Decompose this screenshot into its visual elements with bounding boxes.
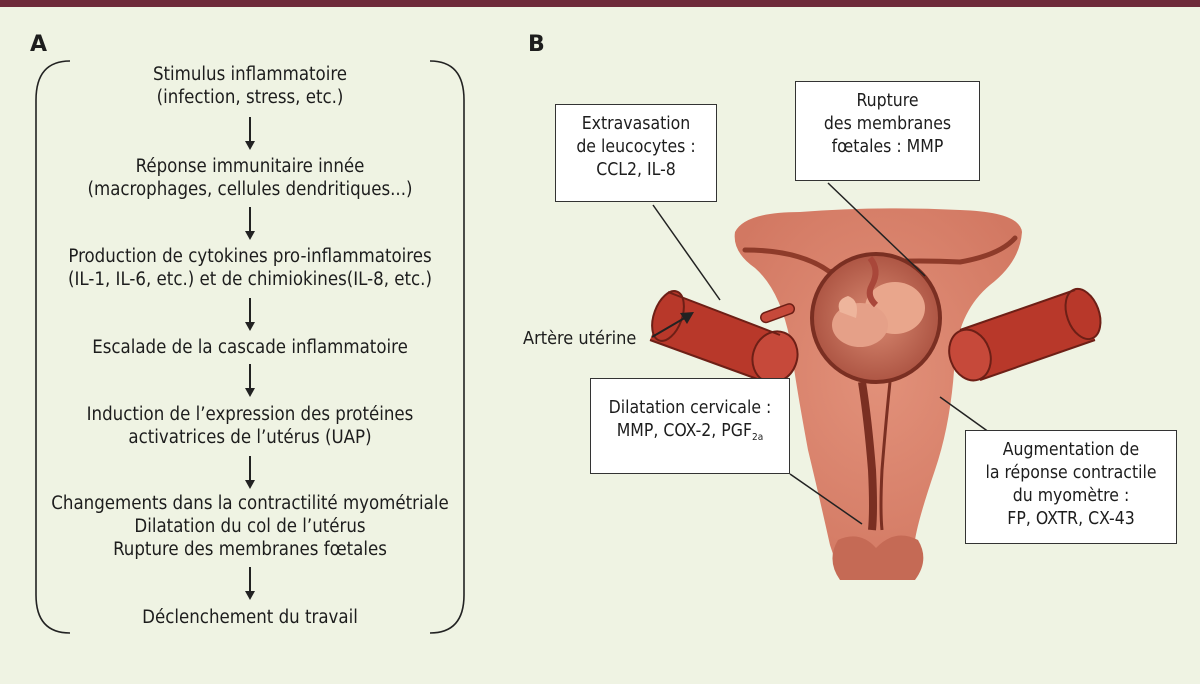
panel-b-letter: B (528, 32, 545, 57)
step-cytokine-production: Production de cytokines pro-inflammatoir… (68, 246, 432, 290)
step-labor-onset: Déclenchement du travail (142, 607, 358, 628)
artery-label-arrow (651, 315, 689, 338)
box-leukocyte-extravasation: Extravasation de leucocytes : CCL2, IL-8 (555, 104, 717, 202)
label-uterine-artery: Artère utérine (523, 328, 637, 349)
step-myometrial-changes: Changements dans la contractilité myomét… (51, 493, 449, 560)
step-cascade-escalation: Escalade de la cascade inflammatoire (92, 337, 408, 358)
artery-arrow-head (680, 312, 694, 324)
down-arrow-icon (245, 567, 255, 600)
connector-rupture (827, 182, 926, 277)
uterus-body (734, 208, 1022, 577)
top-accent-bar (0, 0, 1200, 7)
box-contractile-response: Augmentation de la réponse contractile d… (965, 430, 1177, 544)
down-arrow-icon (245, 298, 255, 331)
down-arrow-icon (245, 364, 255, 397)
down-arrow-icon (245, 456, 255, 489)
down-arrow-icon (245, 207, 255, 240)
down-arrow-icon (245, 117, 255, 150)
flowchart-brackets (35, 60, 465, 634)
step-uap-induction: Induction de l’expression des protéines … (86, 404, 414, 448)
cervix (832, 535, 924, 580)
panel-a-letter: A (30, 32, 48, 57)
inflammation-flowchart: Stimulus inflammatoire (infection, stres… (30, 55, 470, 635)
connector-extravasation (652, 204, 721, 301)
step-stimulus: Stimulus inflammatoire (infection, stres… (152, 64, 348, 108)
connector-dilatation (789, 473, 863, 525)
fetus-figure (832, 256, 925, 347)
box-cervical-dilatation: Dilatation cervicale : MMP, COX-2, PGF2a (590, 378, 790, 474)
right-uterine-artery (948, 287, 1102, 382)
box-membrane-rupture: Rupture des membranes fœtales : MMP (795, 81, 980, 181)
step-innate-response: Réponse immunitaire innée (macrophages, … (87, 156, 413, 200)
